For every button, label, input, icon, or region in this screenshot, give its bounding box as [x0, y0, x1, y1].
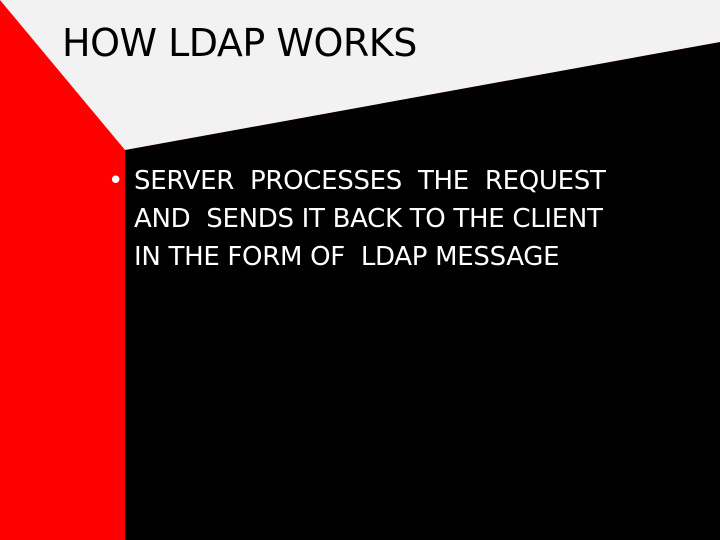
bullet-line-1: SERVER PROCESSES THE REQUEST: [134, 166, 606, 196]
bullet-item: • SERVER PROCESSES THE REQUEST AND SENDS…: [108, 162, 708, 276]
bullet-list: • SERVER PROCESSES THE REQUEST AND SENDS…: [108, 162, 708, 276]
bullet-marker: •: [108, 166, 124, 196]
header-band-shape: [0, 0, 720, 150]
bullet-line-2: AND SENDS IT BACK TO THE CLIENT: [134, 204, 603, 234]
bullet-line-3: IN THE FORM OF LDAP MESSAGE: [134, 242, 560, 272]
slide-title: HOW LDAP WORKS: [62, 21, 417, 65]
